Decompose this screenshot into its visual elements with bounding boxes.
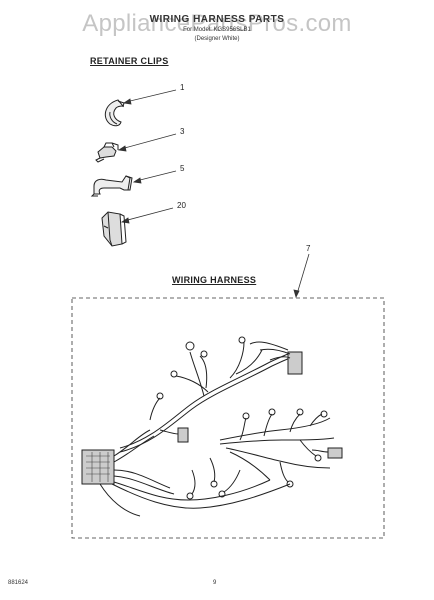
wiring-harness-heading: WIRING HARNESS: [172, 275, 257, 285]
leader-5: [135, 170, 177, 182]
callout-20: 20: [177, 201, 186, 210]
color-line: (Designer White): [194, 36, 240, 42]
leader-7: [296, 253, 310, 295]
wiring-harness-icon: [81, 336, 343, 517]
retainer-clips-heading: RETAINER CLIPS: [90, 56, 169, 66]
watermark-text: AppliancePartsPros.com: [82, 10, 352, 37]
page-number: 9: [213, 580, 217, 586]
harness-frame: [71, 297, 385, 539]
retainer-clip-3-icon: [95, 142, 119, 163]
leader-1: [125, 89, 177, 103]
callout-1: 1: [180, 83, 185, 92]
retainer-clip-1-icon: [104, 99, 125, 127]
callout-5: 5: [180, 164, 185, 173]
model-line: For Model: KGS956SLB1: [183, 27, 251, 33]
callout-7: 7: [306, 244, 311, 253]
leader-3: [120, 133, 177, 150]
page-title: WIRING HARNESS PARTS: [149, 14, 285, 25]
doc-number: 881624: [8, 580, 29, 586]
callout-3: 3: [180, 127, 185, 136]
retainer-clip-20-icon: [101, 211, 127, 247]
leader-20: [123, 207, 174, 222]
retainer-clip-5-icon: [90, 175, 133, 197]
